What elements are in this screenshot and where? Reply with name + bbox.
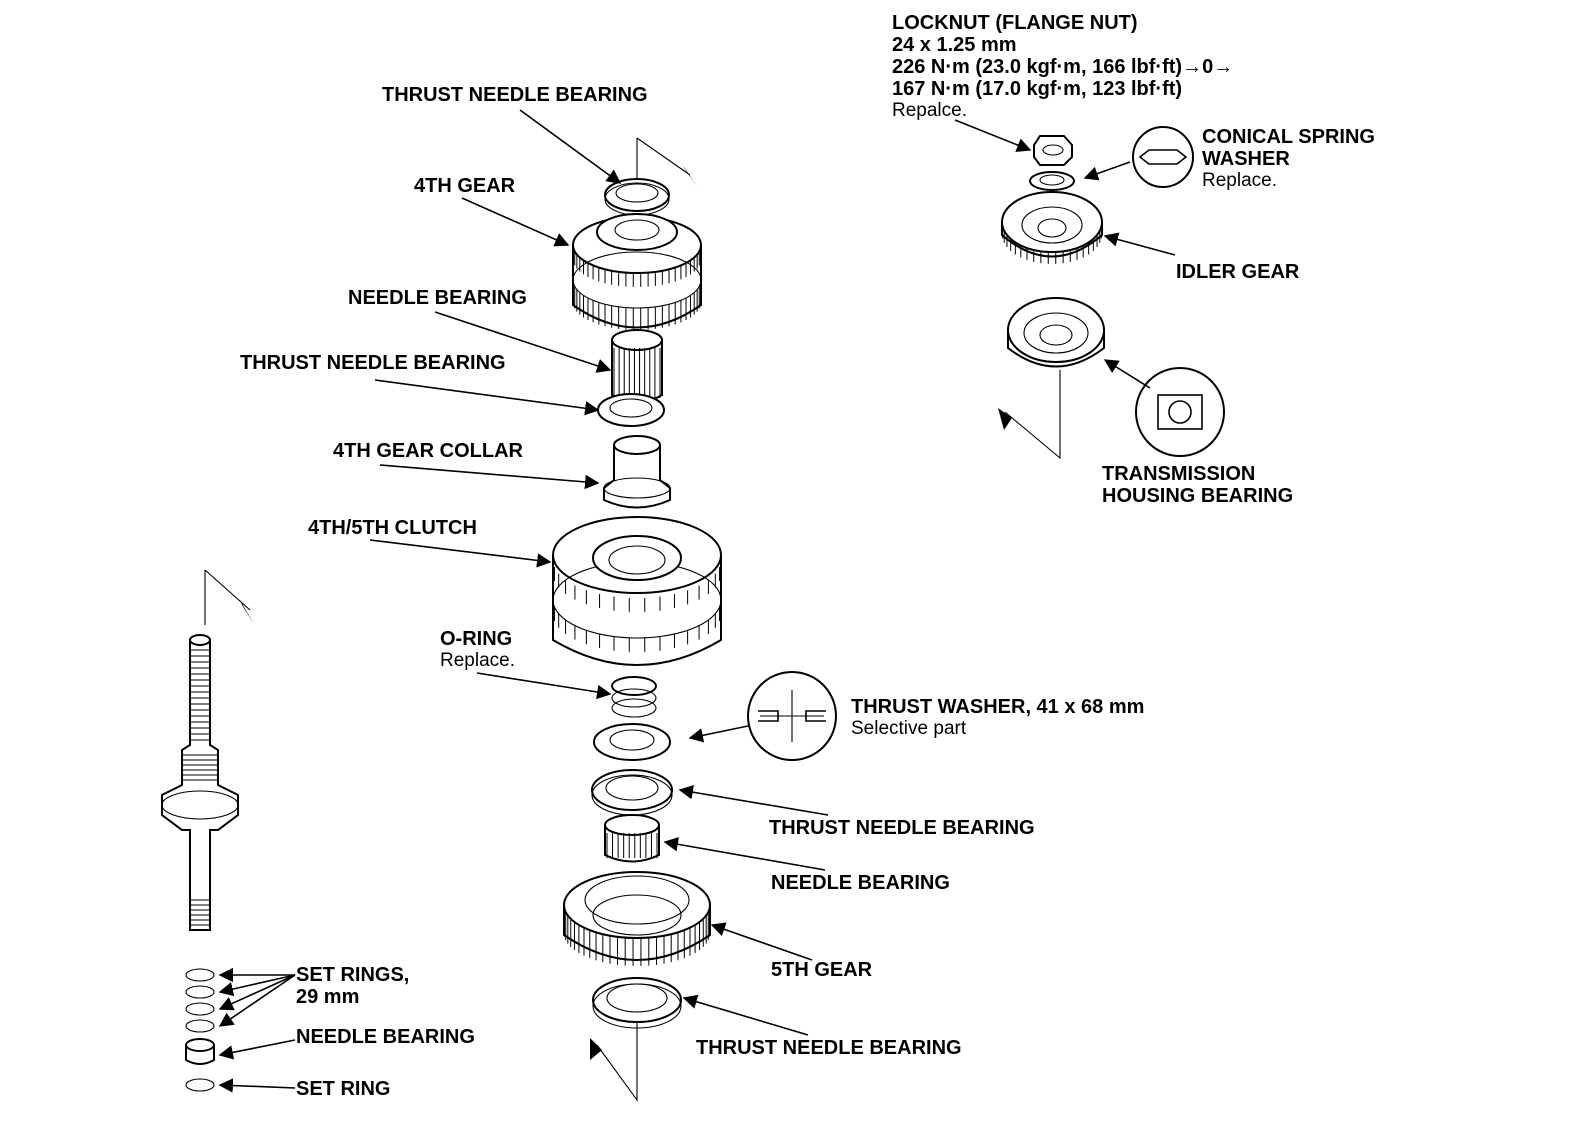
- label-locknut-size: 24 x 1.25 mm: [892, 34, 1017, 56]
- thrust-needle-bearing-top-part: [604, 178, 670, 216]
- idler-gear-part: [1001, 191, 1103, 264]
- label-set-rings: SET RINGS,: [296, 964, 410, 986]
- label-thrust-washer-note: Selective part: [851, 718, 967, 739]
- label-thrust-needle-bearing-lower: THRUST NEEDLE BEARING: [769, 817, 1035, 839]
- label-locknut-torque-1: 226 N·m (23.0 kgf·m, 166 lbf·ft)→0→: [892, 56, 1234, 78]
- label-locknut-note: Repalce.: [892, 100, 967, 121]
- label-needle-bearing-upper: NEEDLE BEARING: [348, 287, 527, 309]
- leader-lines: [218, 109, 1176, 1093]
- label-thrust-washer: THRUST WASHER, 41 x 68 mm: [851, 696, 1145, 718]
- label-conical-spring-washer-2: WASHER: [1202, 148, 1290, 170]
- label-locknut-torque-2: 167 N·m (17.0 kgf·m, 123 lbf·ft): [892, 78, 1183, 100]
- conical-spring-washer-part: [1029, 171, 1075, 191]
- label-conical-spring-washer: CONICAL SPRING: [1202, 126, 1375, 148]
- clutch-4-5-part: [552, 516, 722, 666]
- label-locknut: LOCKNUT (FLANGE NUT): [892, 12, 1138, 34]
- locknut-part: [1033, 135, 1073, 166]
- thrust-needle-bearing-bottom-part: [592, 977, 682, 1029]
- label-4th-gear-collar: 4TH GEAR COLLAR: [333, 440, 523, 462]
- label-needle-bearing-shaft: NEEDLE BEARING: [296, 1026, 475, 1048]
- direction-arrow-left: [204, 569, 254, 625]
- label-thrust-needle-bearing-upper: THRUST NEEDLE BEARING: [240, 352, 506, 374]
- thrust-washer-detail-icon: [747, 671, 837, 761]
- o-ring-part: [611, 676, 657, 718]
- needle-bearing-upper-part: [611, 329, 663, 404]
- label-set-ring: SET RING: [296, 1078, 391, 1100]
- fourth-gear-part: [572, 213, 702, 330]
- label-transmission: TRANSMISSION: [1102, 463, 1256, 485]
- label-o-ring-note: Replace.: [440, 650, 515, 671]
- label-needle-bearing-lower: NEEDLE BEARING: [771, 872, 950, 894]
- housing-bearing-detail-icon: [1135, 367, 1225, 457]
- label-o-ring: O-RING: [440, 628, 513, 650]
- label-4th-gear: 4TH GEAR: [414, 175, 516, 197]
- fifth-gear-part: [563, 871, 711, 966]
- transmission-housing-bearing-part: [1007, 297, 1105, 368]
- label-conical-note: Replace.: [1202, 170, 1277, 191]
- label-idler-gear: IDLER GEAR: [1176, 261, 1300, 283]
- thrust-needle-bearing-upper-part: [597, 393, 665, 427]
- label-4th-5th-clutch: 4TH/5TH CLUTCH: [308, 517, 477, 539]
- label-set-rings-size: 29 mm: [296, 986, 360, 1008]
- conical-washer-detail-icon: [1132, 126, 1194, 188]
- needle-bearing-lower-part: [604, 814, 660, 863]
- label-housing-bearing: HOUSING BEARING: [1102, 485, 1294, 507]
- label-5th-gear: 5TH GEAR: [771, 959, 873, 981]
- thrust-washer-part: [593, 723, 671, 761]
- direction-arrow-bottom: [590, 990, 638, 1102]
- label-thrust-needle-bearing-top: THRUST NEEDLE BEARING: [382, 84, 648, 106]
- thrust-needle-bearing-lower-part: [591, 769, 673, 816]
- label-thrust-needle-bearing-bottom: THRUST NEEDLE BEARING: [696, 1037, 962, 1059]
- fourth-gear-collar-part: [603, 435, 671, 509]
- mainshaft-part: [161, 634, 239, 1092]
- direction-arrow-right: [998, 370, 1061, 460]
